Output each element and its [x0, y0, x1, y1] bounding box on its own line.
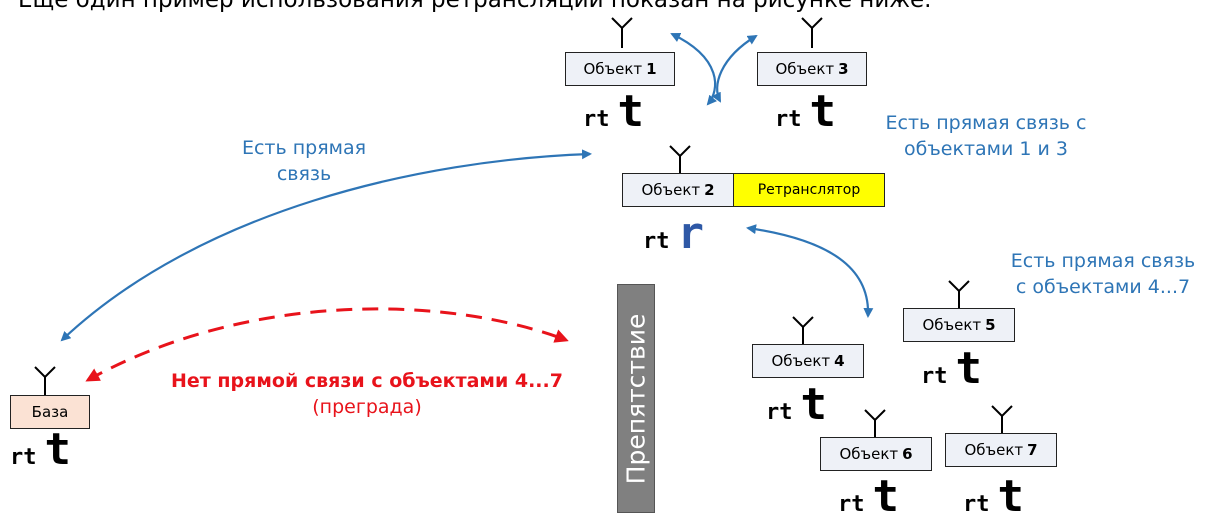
- base-code: rt: [10, 445, 37, 470]
- object-4-mode: t: [800, 379, 828, 430]
- object-1-number: 1: [646, 60, 657, 78]
- link-1-3-label: Есть прямая связь с объектами 1 и 3: [868, 111, 1104, 162]
- antenna-icon: [864, 409, 886, 437]
- object-3-code: rt: [775, 107, 802, 132]
- antenna-icon: [669, 145, 691, 173]
- antenna-icon: [611, 17, 633, 48]
- object-2-code: rt: [643, 229, 670, 254]
- object-1-prefix: Объект: [583, 60, 643, 78]
- object-3-number: 3: [838, 60, 849, 78]
- link-arrow-obj3-obj2: [711, 34, 758, 103]
- object-5-code: rt: [921, 364, 948, 389]
- link-4-7-label-line2: с объектами 4...7: [1015, 275, 1191, 298]
- object-1-code: rt: [583, 107, 610, 132]
- blocked-link-arrow: [85, 307, 569, 382]
- object-4-number: 4: [834, 352, 845, 370]
- object-5-number: 5: [985, 316, 996, 334]
- antenna-icon: [34, 366, 56, 395]
- link-1-3-label-line1: Есть прямая связь с: [885, 112, 1087, 134]
- direct-link-label-line1: Есть прямая: [241, 137, 367, 159]
- object-7-number: 7: [1027, 441, 1038, 459]
- intro-text: Ещё один пример использования ретрансляц…: [18, 0, 932, 13]
- object-2-mode: r: [677, 208, 705, 259]
- obstacle: Препятствие: [617, 284, 655, 513]
- direct-link-label: Есть прямая связь: [214, 136, 394, 187]
- base-mode: t: [44, 424, 72, 475]
- object-1-mode: t: [617, 86, 645, 137]
- link-arrow-obj1-obj2: [670, 32, 717, 106]
- object-3-mode: t: [809, 86, 837, 137]
- object-2-number: 2: [704, 181, 715, 199]
- link-arrow-obj2-group: [746, 224, 874, 318]
- link-1-3-label-line2: объектами 1 и 3: [904, 137, 1068, 160]
- relay-label: Ретранслятор: [757, 182, 861, 198]
- object-6-mode: t: [872, 471, 900, 522]
- antenna-icon: [792, 316, 814, 345]
- no-link-label: Нет прямой связи с объектами 4...7 (прег…: [142, 369, 592, 420]
- antenna-icon: [991, 405, 1013, 433]
- link-4-7-label: Есть прямая связь с объектами 4...7: [996, 249, 1210, 300]
- link-arrow-base-obj2: [60, 149, 592, 342]
- no-link-label-bold: Нет прямой связи с объектами 4...7: [171, 370, 563, 392]
- object-5-mode: t: [955, 343, 983, 394]
- object-3-prefix: Объект: [775, 60, 835, 78]
- base-box: База: [10, 395, 90, 429]
- object-7-mode: t: [997, 471, 1025, 522]
- object-7-prefix: Объект: [964, 441, 1024, 459]
- object-4-code: rt: [766, 400, 793, 425]
- relay-box: Ретранслятор: [733, 173, 885, 207]
- object-4-prefix: Объект: [771, 352, 831, 370]
- object-6-number: 6: [902, 445, 913, 463]
- object-5-prefix: Объект: [922, 316, 982, 334]
- object-6-code: rt: [838, 492, 865, 517]
- obstacle-label: Препятствие: [621, 313, 651, 484]
- antenna-icon: [801, 17, 823, 48]
- direct-link-label-line2: связь: [276, 162, 332, 185]
- object-2-prefix: Объект: [641, 181, 701, 199]
- antenna-icon: [948, 280, 970, 308]
- no-link-label-note: (преграда): [312, 395, 422, 418]
- link-4-7-label-line1: Есть прямая связь: [1010, 250, 1196, 272]
- object-7-code: rt: [963, 492, 990, 517]
- base-label: База: [31, 403, 69, 421]
- object-6-prefix: Объект: [839, 445, 899, 463]
